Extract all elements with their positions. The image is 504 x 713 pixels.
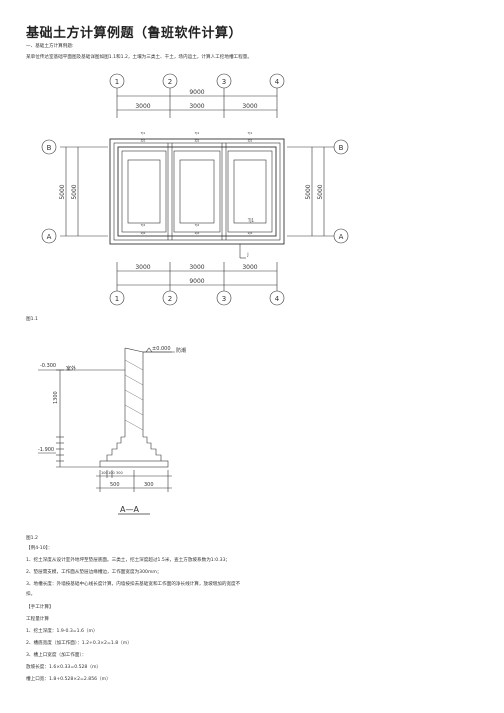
dim-span: 3000 bbox=[242, 103, 257, 110]
axis-label-bottom: 2 bbox=[168, 295, 172, 303]
plan-label: ZJ1 bbox=[195, 139, 200, 143]
dim-side-left: 5000 bbox=[59, 184, 66, 199]
calc-line: 放坡长度：1.6×0.33=0.528（m） bbox=[26, 665, 102, 670]
intro-text: 某单位传达室基础平面图及基础详图如图1.1和1.2，土壤为三类土、干土，场内运土… bbox=[26, 55, 252, 60]
elevation-top: ±0.000 bbox=[152, 346, 171, 352]
calc-line: 槽上口宽：1.8+0.528×2=2.856（m） bbox=[26, 677, 111, 682]
analysis-heading: 【例4-10】： bbox=[26, 546, 53, 551]
dim-span: 3000 bbox=[189, 103, 204, 110]
foundation-plan-figure: 1 2 3 4 1 2 3 4 B A B A 9000 3000 3000 3… bbox=[41, 73, 349, 306]
manual-heading: 【手工计算】 bbox=[26, 605, 54, 610]
analysis-line: 1、挖土深度从设计室外地坪至垫层底面。三类土，挖土深度超过1.5米，查土方放坡系… bbox=[26, 558, 231, 563]
plan-label: TJ1 bbox=[247, 131, 253, 135]
dim-base: 300 bbox=[116, 471, 123, 475]
foundation-section-figure: ±0.000 防潮 -0.300 室外 -1.900 1300 100 100 … bbox=[38, 346, 186, 515]
plan-label: TJ1 bbox=[247, 218, 255, 223]
plan-label: ZJ2 bbox=[248, 231, 253, 235]
section-name: A—A bbox=[120, 505, 139, 514]
analysis-line: 2、垫层需支模，工作面从垫层边缘槽边，工作面宽度为300mm； bbox=[26, 570, 162, 575]
dim-total-top: 9000 bbox=[189, 89, 204, 96]
axis-label-side: A bbox=[47, 233, 52, 241]
axis-label-bottom: 1 bbox=[115, 295, 119, 303]
label-left: 室外 bbox=[66, 365, 76, 372]
axis-label-top: 4 bbox=[275, 78, 280, 86]
axis-label-bottom: 4 bbox=[275, 295, 280, 303]
dim-side-right: 5000 bbox=[317, 184, 324, 199]
calc-line: 1、挖土深度：1.9-0.3=1.6（m） bbox=[26, 629, 98, 634]
axis-label-top: 3 bbox=[222, 78, 226, 86]
figure-caption: 图1.2 bbox=[26, 536, 38, 541]
page-title: 基础土方计算例题（鲁班软件计算） bbox=[26, 26, 243, 41]
dim-side-right: 5000 bbox=[305, 184, 312, 199]
dim-span: 3000 bbox=[135, 264, 150, 271]
plan-label: TJ1 bbox=[194, 131, 200, 135]
axis-label-side: B bbox=[47, 144, 52, 152]
figure-caption: 图1.1 bbox=[26, 317, 38, 322]
dim-height: 1300 bbox=[53, 391, 59, 404]
plan-label: TJ1 bbox=[140, 131, 146, 135]
dim-base: 100 bbox=[108, 471, 115, 475]
dim-span: 3000 bbox=[242, 264, 257, 271]
calc-line: 2、槽底宽度（加工作面）：1.2+0.3×2=1.8（m） bbox=[26, 641, 132, 646]
plan-label: TJ2 bbox=[194, 223, 200, 227]
plan-label: TJ2 bbox=[140, 223, 146, 227]
dim-bottom: 500 bbox=[110, 482, 120, 488]
dim-span: 3000 bbox=[189, 264, 204, 271]
axis-label-bottom: 3 bbox=[222, 295, 226, 303]
dim-bottom: 300 bbox=[144, 482, 154, 488]
label-right: 防潮 bbox=[176, 347, 186, 354]
plan-label: ZJ1 bbox=[141, 139, 146, 143]
calc-line: 3、槽上口宽度（加工作面）： bbox=[26, 653, 87, 658]
dim-side-left: 5000 bbox=[71, 184, 78, 199]
section-mark-label: J bbox=[246, 252, 248, 257]
plan-label: ZJ2 bbox=[195, 231, 200, 235]
axis-label-top: 2 bbox=[168, 78, 172, 86]
axis-label-side: A bbox=[339, 233, 344, 241]
elevation-left: -0.300 bbox=[40, 363, 56, 369]
dim-base: 100 bbox=[101, 471, 108, 475]
axis-label-side: B bbox=[339, 144, 344, 152]
plan-label: ZJ2 bbox=[141, 231, 146, 235]
dim-total-bottom: 9000 bbox=[189, 278, 204, 285]
elevation-bottom: -1.900 bbox=[38, 447, 54, 453]
plan-label: ZJ1 bbox=[248, 139, 253, 143]
analysis-line: 扣。 bbox=[26, 592, 36, 597]
analysis-line: 3、地槽长度：外墙按基础中心线长度计算，内墙按扣去基础宽和工作面的净长线计算，放… bbox=[26, 582, 241, 587]
section-heading: 一、基础土方计算例题: bbox=[26, 44, 74, 49]
calc-heading: 工程量计算 bbox=[26, 617, 49, 622]
axis-label-top: 1 bbox=[115, 78, 119, 86]
dim-span: 3000 bbox=[135, 103, 150, 110]
